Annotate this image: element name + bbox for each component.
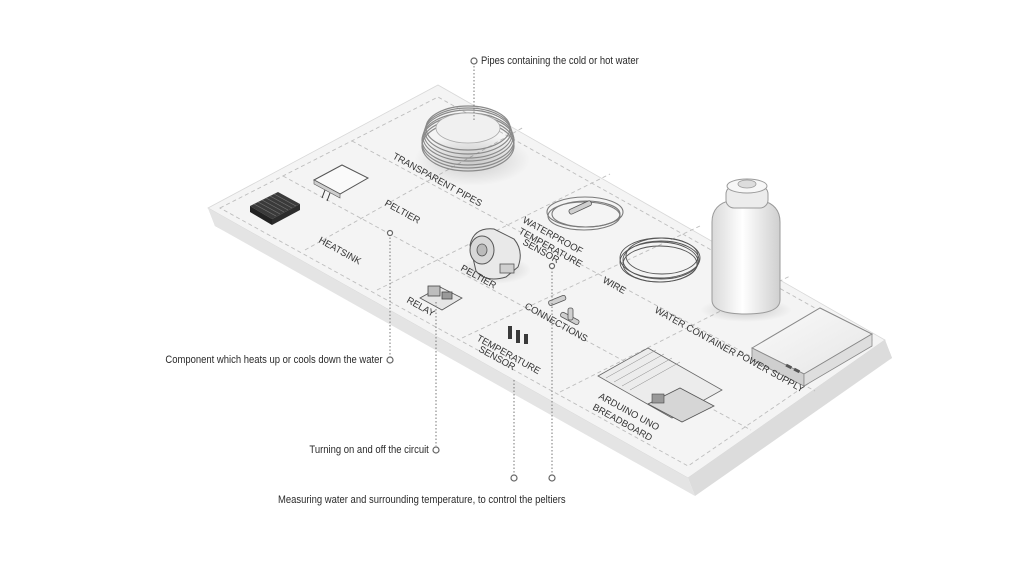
base-mat — [207, 84, 892, 496]
relay-module — [419, 285, 463, 311]
callout-dots — [386, 57, 556, 482]
arduino-breadboard — [597, 347, 723, 423]
callout-leaders — [389, 66, 553, 474]
callout-peltier: Component which heats up or cools down t… — [165, 354, 383, 366]
callout-sensor: Measuring water and surrounding temperat… — [278, 494, 566, 506]
callout-pipes: Pipes containing the cold or hot water — [481, 55, 639, 67]
transparent-pipes-coil — [414, 105, 530, 186]
peltier-plate — [312, 164, 370, 202]
callout-relay: Turning on and off the circuit — [309, 444, 429, 456]
heatsink — [250, 192, 300, 225]
temperature-sensor-parts — [508, 326, 528, 344]
peltier-pump — [459, 228, 531, 284]
water-container-bottle — [700, 178, 792, 322]
wire-coil — [619, 237, 701, 283]
connections-pieces — [548, 294, 580, 326]
waterproof-temperature-sensor — [546, 196, 624, 231]
power-supply-box — [750, 307, 874, 387]
